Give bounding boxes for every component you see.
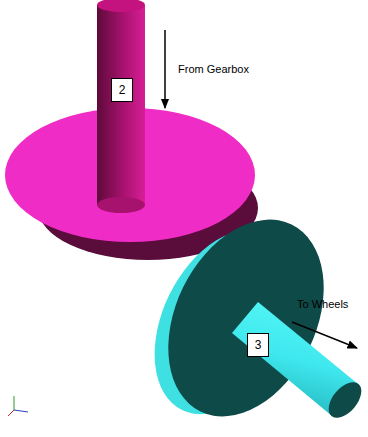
shaft-end: [322, 376, 367, 424]
direction-arrow: [292, 322, 357, 348]
shaft: [97, 5, 145, 205]
callout-box: 2: [111, 78, 133, 102]
callout-box: 3: [247, 333, 269, 357]
direction-arrow: [164, 30, 166, 108]
callout-number: 2: [117, 83, 127, 97]
axis-line: [8, 410, 14, 416]
axis-line: [14, 396, 15, 410]
shaft-end: [97, 0, 145, 12]
callout-number: 3: [253, 338, 263, 352]
flow-label: From Gearbox: [178, 63, 249, 76]
flow-label: To Wheels: [297, 298, 348, 311]
axis-line: [14, 410, 28, 412]
shaft-base: [97, 197, 145, 213]
